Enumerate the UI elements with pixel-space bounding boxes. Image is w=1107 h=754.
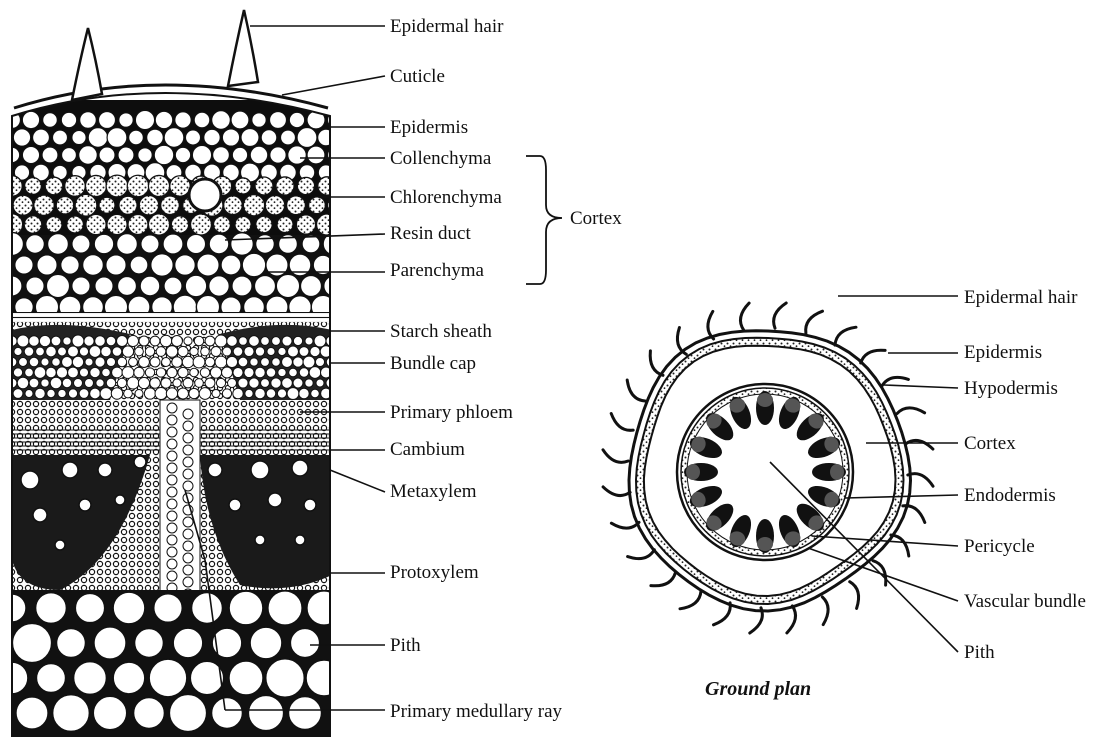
label-epidermis-right: Epidermis <box>964 343 1042 362</box>
label-bundle-cap: Bundle cap <box>390 354 476 373</box>
label-collenchyma: Collenchyma <box>390 149 491 168</box>
label-protoxylem: Protoxylem <box>390 563 479 582</box>
label-cuticle: Cuticle <box>390 67 445 86</box>
label-endodermis: Endodermis <box>964 486 1056 505</box>
label-epidermal-hair-right: Epidermal hair <box>964 288 1077 307</box>
stem-cross-section <box>0 10 348 740</box>
label-cortex-group: Cortex <box>570 209 622 228</box>
ground-plan-drawing <box>603 303 933 633</box>
label-metaxylem: Metaxylem <box>390 482 477 501</box>
label-chlorenchyma: Chlorenchyma <box>390 188 502 207</box>
label-primary-medullary-ray: Primary medullary ray <box>390 702 562 721</box>
label-resin-duct: Resin duct <box>390 224 471 243</box>
label-pith-left: Pith <box>390 636 421 655</box>
label-parenchyma: Parenchyma <box>390 261 484 280</box>
label-pericycle: Pericycle <box>964 537 1035 556</box>
ground-plan-caption: Ground plan <box>705 678 811 701</box>
label-vascular-bundle: Vascular bundle <box>964 592 1086 611</box>
label-hypodermis: Hypodermis <box>964 379 1058 398</box>
label-epidermal-hair-left: Epidermal hair <box>390 17 503 36</box>
label-epidermis-left: Epidermis <box>390 118 468 137</box>
label-starch-sheath: Starch sheath <box>390 322 492 341</box>
cortex-brace <box>526 156 562 284</box>
label-pith-right: Pith <box>964 643 995 662</box>
label-primary-phloem: Primary phloem <box>390 403 513 422</box>
label-cortex-right: Cortex <box>964 434 1016 453</box>
label-cambium: Cambium <box>390 440 465 459</box>
